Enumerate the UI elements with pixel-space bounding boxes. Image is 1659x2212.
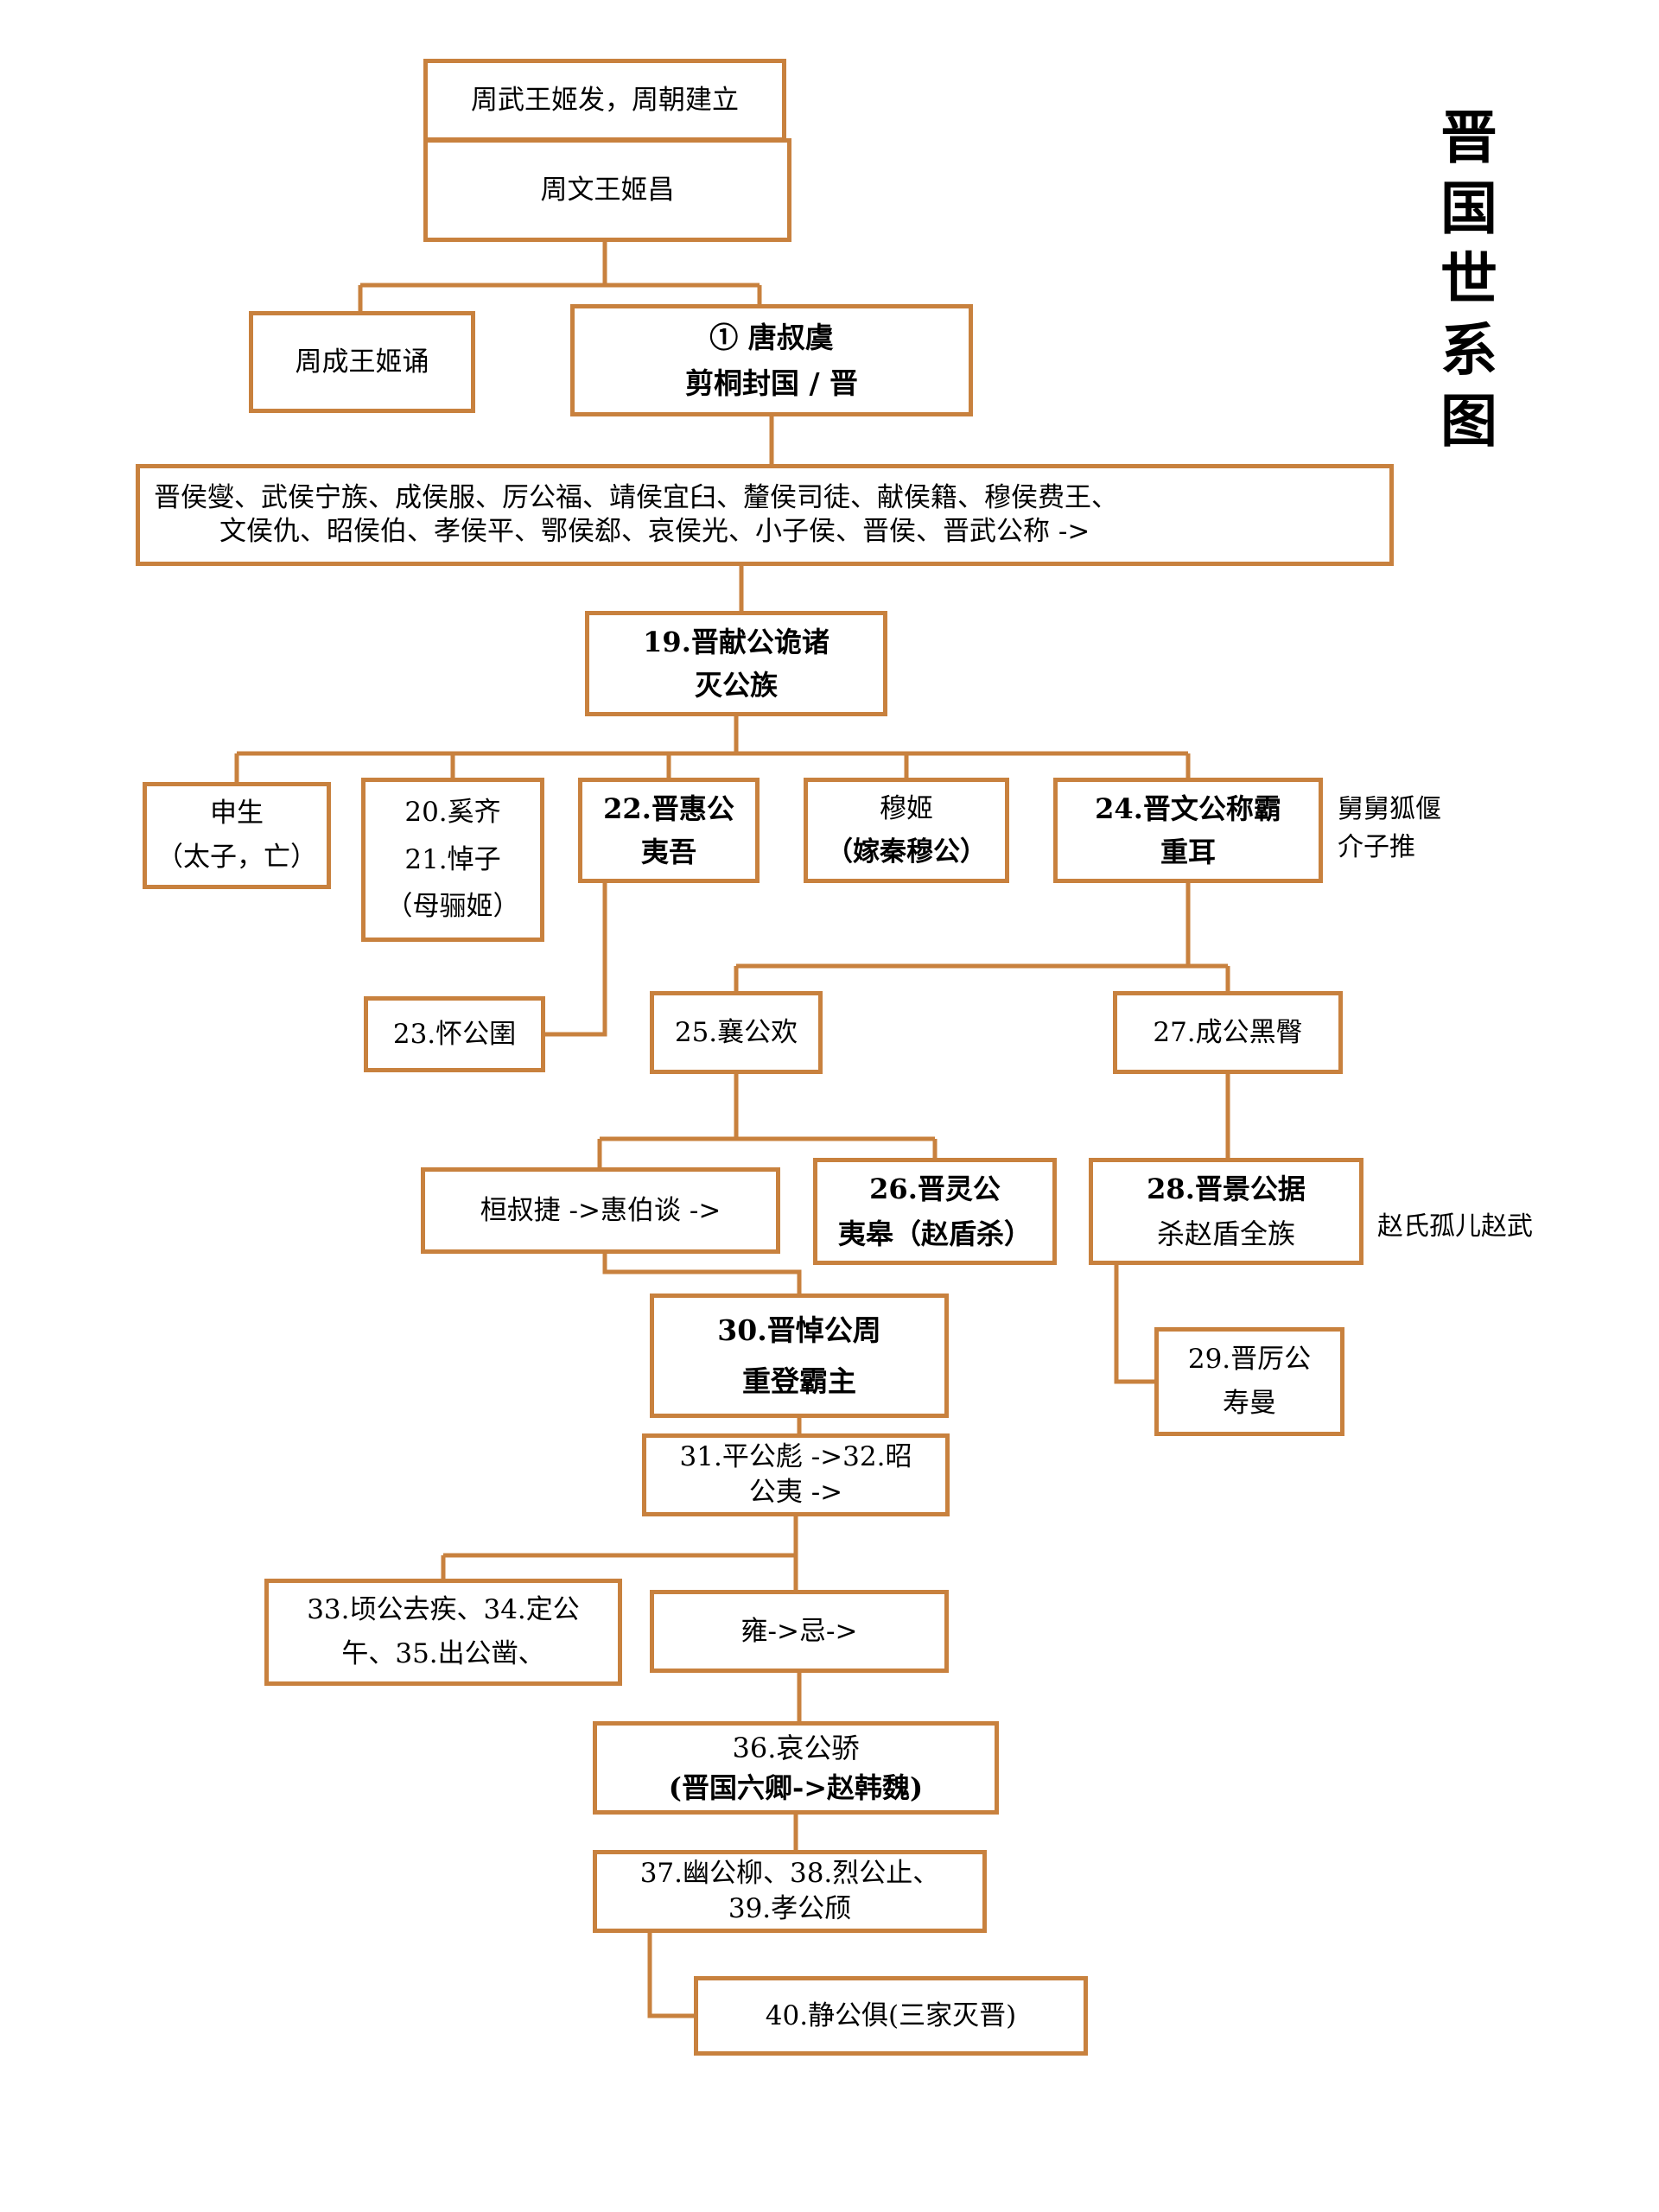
node-label: 桓叔捷 ->惠伯谈 -> — [480, 1194, 721, 1226]
node-huanshu-jie: 桓叔捷 ->惠伯谈 -> — [421, 1167, 780, 1254]
node-label: 灭公族 — [694, 669, 778, 702]
node-label: 40.静公俱(三家灭晋) — [765, 1999, 1017, 2031]
page-title: 晋 国 世 系 图 — [1427, 109, 1510, 449]
node-label: 晋侯燮、武侯宁族、成侯服、厉公福、靖侯宜臼、釐侯司徒、献侯籍、穆侯费王、 — [154, 482, 1118, 514]
node-label: 周文王姬昌 — [540, 174, 675, 206]
node-label: 36.哀公骄 — [732, 1732, 860, 1764]
node-24-wengong: 24.晋文公称霸 重耳 — [1053, 778, 1323, 883]
node-label: 寿曼 — [1223, 1388, 1276, 1420]
note-line: 赵氏孤儿赵武 — [1377, 1211, 1533, 1242]
node-label: 杀赵盾全族 — [1156, 1217, 1295, 1250]
node-label: 夷吾 — [640, 836, 696, 869]
node-26-linggong: 26.晋灵公 夷皋（赵盾杀） — [813, 1158, 1057, 1265]
node-label: 25.襄公欢 — [674, 1016, 798, 1048]
node-zhou-wuwang: 周武王姬发，周朝建立 — [423, 59, 786, 142]
node-33-35: 33.顷公去疾、34.定公 午、35.出公凿、 — [264, 1579, 622, 1686]
node-label: 28.晋景公据 — [1147, 1173, 1306, 1206]
node-label: 穆姬 — [880, 792, 933, 824]
node-zhou-wenwang: 周文王姬昌 — [423, 138, 791, 242]
node-label: （嫁秦穆公） — [826, 836, 987, 868]
node-label: 重耳 — [1160, 836, 1216, 869]
node-30-daogong: 30.晋悼公周 重登霸主 — [650, 1294, 949, 1418]
node-label: 雍->忌-> — [741, 1615, 858, 1647]
node-19-xiangong: 19.晋献公诡诸 灭公族 — [585, 611, 887, 716]
page-title-char: 世 — [1440, 245, 1497, 313]
page-title-char: 晋 — [1440, 104, 1497, 171]
note-huyan-jiezitui: 舅舅狐偃 介子推 — [1338, 791, 1441, 866]
node-label: 周武王姬发，周朝建立 — [471, 84, 739, 116]
node-29-ligong: 29.晋厉公 寿曼 — [1154, 1327, 1344, 1436]
node-shensheng: 申生 （太子，亡） — [143, 782, 331, 889]
node-label: 22.晋惠公 — [603, 791, 734, 825]
node-label: 33.顷公去疾、34.定公 — [307, 1594, 580, 1626]
node-label: （母骊姬） — [385, 891, 520, 923]
node-tang-shuyu: ① 唐叔虞 剪桐封国 / 晋 — [570, 304, 973, 416]
node-label: 20.奚齐 — [404, 796, 501, 828]
node-label: 午、35.出公凿、 — [341, 1638, 545, 1670]
node-label: 文侯仇、昭侯伯、孝侯平、鄂侯郄、哀侯光、小子侯、晋侯、晋武公称 -> — [219, 516, 1090, 547]
node-label: 39.孝公颀 — [728, 1893, 852, 1925]
node-40-jinggong: 40.静公俱(三家灭晋) — [694, 1976, 1088, 2056]
node-label: 27.成公黑臀 — [1153, 1016, 1303, 1048]
page-title-char: 系 — [1440, 316, 1497, 384]
node-label: (晋国六卿->赵韩魏) — [668, 1771, 924, 1804]
node-20-21: 20.奚齐 21.悼子 （母骊姬） — [361, 778, 544, 942]
node-label: 21.悼子 — [404, 843, 501, 875]
note-line: 介子推 — [1338, 831, 1415, 862]
node-23-huaigong: 23.怀公圉 — [364, 996, 545, 1072]
node-36-aigong: 36.哀公骄 (晋国六卿->赵韩魏) — [593, 1721, 999, 1815]
node-label: 公夷 -> — [748, 1477, 843, 1509]
node-label: ① 唐叔虞 — [709, 320, 834, 354]
node-label: 24.晋文公称霸 — [1095, 791, 1281, 825]
node-label: 30.晋悼公周 — [717, 1313, 881, 1348]
node-28-jinggong: 28.晋景公据 杀赵盾全族 — [1089, 1158, 1363, 1265]
node-label: 26.晋灵公 — [869, 1173, 1001, 1206]
node-37-39: 37.幽公柳、38.烈公止、 39.孝公颀 — [593, 1850, 987, 1933]
node-label: 23.怀公圉 — [392, 1018, 517, 1050]
node-25-xianggong: 25.襄公欢 — [650, 991, 823, 1074]
node-yong-ji: 雍->忌-> — [650, 1590, 949, 1673]
note-line: 舅舅狐偃 — [1338, 794, 1441, 824]
page-title-char: 图 — [1440, 387, 1497, 454]
node-27-chenggong: 27.成公黑臀 — [1113, 991, 1343, 1074]
node-label: 19.晋献公诡诸 — [643, 625, 830, 658]
node-label: 重登霸主 — [742, 1363, 856, 1398]
node-label: 29.晋厉公 — [1187, 1343, 1312, 1375]
node-muji: 穆姬 （嫁秦穆公） — [804, 778, 1009, 883]
node-label: 夷皋（赵盾杀） — [837, 1217, 1032, 1250]
node-label: 31.平公彪 ->32.昭 — [679, 1440, 912, 1472]
note-zhaoshi-guer: 赵氏孤儿赵武 — [1377, 1208, 1533, 1246]
page-title-char: 国 — [1440, 175, 1497, 242]
node-zhou-chengwang: 周成王姬诵 — [249, 311, 475, 413]
node-label: 申生 — [210, 798, 264, 830]
node-label: 周成王姬诵 — [295, 346, 429, 378]
node-label: （太子，亡） — [156, 842, 317, 874]
node-label: 剪桐封国 / 晋 — [684, 366, 859, 401]
node-early-marquises: 晋侯燮、武侯宁族、成侯服、厉公福、靖侯宜臼、釐侯司徒、献侯籍、穆侯费王、 文侯仇… — [136, 464, 1394, 566]
node-label: 37.幽公柳、38.烈公止、 — [639, 1857, 940, 1889]
node-22-huigong: 22.晋惠公 夷吾 — [578, 778, 760, 883]
node-31-32: 31.平公彪 ->32.昭 公夷 -> — [642, 1433, 950, 1516]
